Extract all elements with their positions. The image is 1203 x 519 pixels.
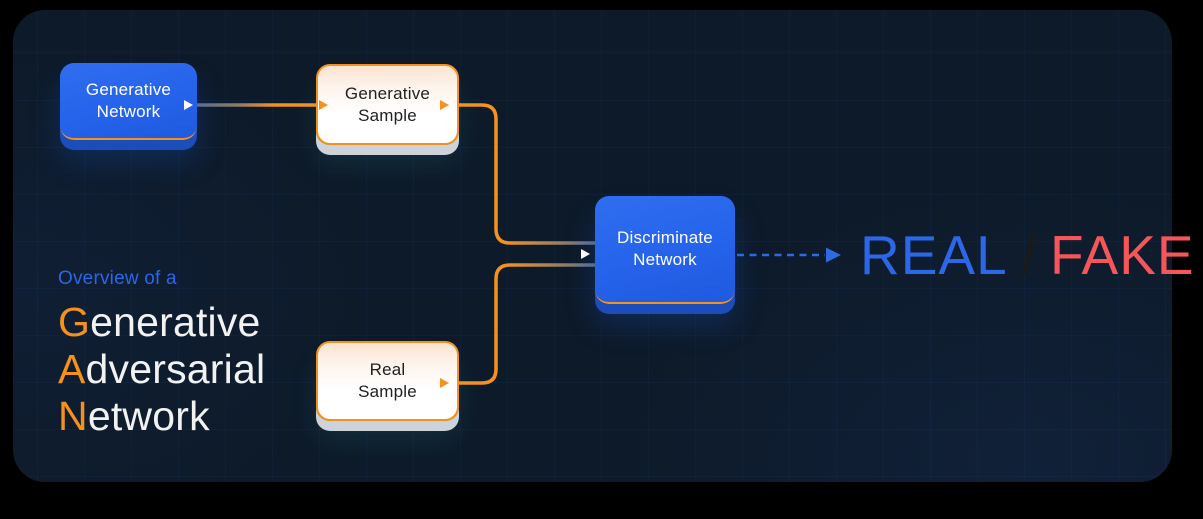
title-block: Overview of a Generative Adversarial Net… (58, 268, 265, 440)
title-initial: A (58, 346, 86, 392)
generative-sample-node: Generative Sample (316, 64, 459, 145)
discriminate-network-node: Discriminate Network (595, 196, 735, 304)
arrow-right-icon (581, 249, 590, 259)
wire-gensample-to-discriminator (453, 103, 597, 245)
real-sample-label: Real Sample (358, 360, 417, 401)
title-initial: N (58, 393, 88, 439)
verdict-separator: / (1020, 224, 1037, 286)
verdict-fake-label: FAKE (1049, 224, 1195, 286)
generative-network-label: Generative Network (85, 79, 172, 121)
verdict-real-label: REAL (860, 224, 1008, 286)
title-line-adversarial: Adversarial (58, 346, 265, 393)
discriminate-network-label: Discriminate Network (617, 228, 713, 269)
title-line-generative: Generative (58, 299, 265, 346)
verdict-arrowhead-icon (826, 247, 841, 263)
title-line-network: Network (58, 393, 265, 440)
title-eyebrow: Overview of a (58, 268, 177, 289)
generative-sample-label: Generative Sample (344, 83, 431, 125)
title-initial: G (58, 299, 91, 345)
generative-network-node: Generative Network (60, 63, 197, 140)
wire-realsample-to-discriminator (453, 263, 597, 385)
title-rest: dversarial (85, 346, 266, 392)
arrow-right-icon (319, 100, 328, 110)
arrow-right-icon (440, 378, 449, 388)
verdict-output: REAL / FAKE (860, 226, 1195, 284)
diagram-canvas (13, 10, 1172, 482)
title-rest: etwork (87, 393, 210, 439)
arrow-right-icon (184, 100, 193, 110)
title-rest: enerative (90, 299, 261, 345)
arrow-right-icon (440, 100, 449, 110)
real-sample-node: Real Sample (316, 341, 459, 421)
